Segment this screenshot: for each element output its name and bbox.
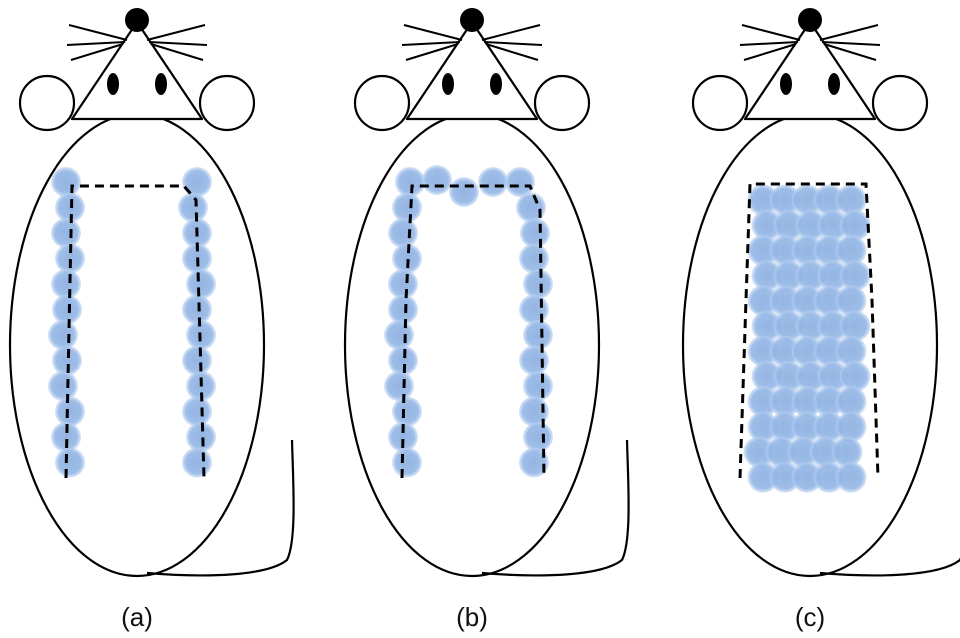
injection-dot [178, 193, 208, 223]
right-ear [535, 76, 589, 130]
injection-dot [392, 193, 422, 223]
whisker-right-0 [820, 25, 878, 40]
injection-dot [384, 371, 414, 401]
whisker-left-0 [742, 25, 800, 40]
injection-dot [478, 167, 508, 197]
injection-dot [505, 167, 535, 197]
left-eye [780, 73, 792, 95]
injection-dot [52, 295, 82, 325]
whisker-right-0 [147, 25, 205, 40]
injection-dot [836, 462, 867, 493]
mouse-head [72, 22, 202, 119]
whisker-right-0 [482, 25, 540, 40]
whisker-left-1 [67, 42, 125, 45]
nose [460, 8, 484, 32]
panel-a [10, 8, 294, 576]
injection-dot [182, 295, 212, 325]
injection-dot [395, 167, 425, 197]
mouse-head [745, 22, 875, 119]
injection-dot [523, 269, 553, 299]
mouse-body [10, 114, 264, 576]
injection-dot [51, 218, 81, 248]
left-ear [20, 76, 74, 130]
left-eye [107, 73, 119, 95]
injection-dot [523, 320, 553, 350]
injection-dot [392, 244, 422, 274]
mouse-head [407, 22, 537, 119]
whisker-right-1 [822, 42, 880, 45]
panel-a-label: (a) [121, 602, 153, 632]
injection-dot [388, 295, 418, 325]
tail [482, 440, 629, 575]
panel-c [683, 8, 960, 576]
injection-dot [51, 167, 81, 197]
injection-dot [392, 397, 422, 427]
panel-b-label: (b) [456, 602, 488, 632]
panel-c-label: (c) [795, 602, 825, 632]
injection-dot [392, 448, 422, 478]
tail [147, 440, 294, 575]
whisker-right-1 [149, 42, 207, 45]
injection-dot [523, 422, 553, 452]
whisker-left-1 [740, 42, 798, 45]
nose [125, 8, 149, 32]
injection-dot [186, 269, 216, 299]
injection-dot [51, 269, 81, 299]
injection-dot [48, 371, 78, 401]
injection-dot [516, 193, 546, 223]
injection-dot [449, 177, 479, 207]
right-ear [200, 76, 254, 130]
injection-dot [519, 244, 549, 274]
whisker-left-0 [69, 25, 127, 40]
nose [798, 8, 822, 32]
injection-dot [182, 167, 212, 197]
injection-dot [182, 346, 212, 376]
panel-b [345, 8, 629, 576]
injection-dot [520, 218, 550, 248]
injection-dot [519, 295, 549, 325]
injection-dot [186, 422, 216, 452]
whisker-left-1 [402, 42, 460, 45]
injection-dot [55, 448, 85, 478]
injection-dot [523, 371, 553, 401]
injection-dot [182, 448, 212, 478]
left-ear [693, 76, 747, 130]
left-ear [355, 76, 409, 130]
injection-dot [55, 397, 85, 427]
injection-dot [384, 320, 414, 350]
whisker-right-1 [484, 42, 542, 45]
injection-dot [519, 346, 549, 376]
right-eye [490, 73, 502, 95]
injection-dot [182, 397, 212, 427]
right-eye [828, 73, 840, 95]
left-eye [442, 73, 454, 95]
whisker-left-0 [404, 25, 462, 40]
injection-dot [388, 218, 418, 248]
injection-dot [48, 320, 78, 350]
injection-dot [422, 165, 452, 195]
right-eye [155, 73, 167, 95]
right-ear [873, 76, 927, 130]
